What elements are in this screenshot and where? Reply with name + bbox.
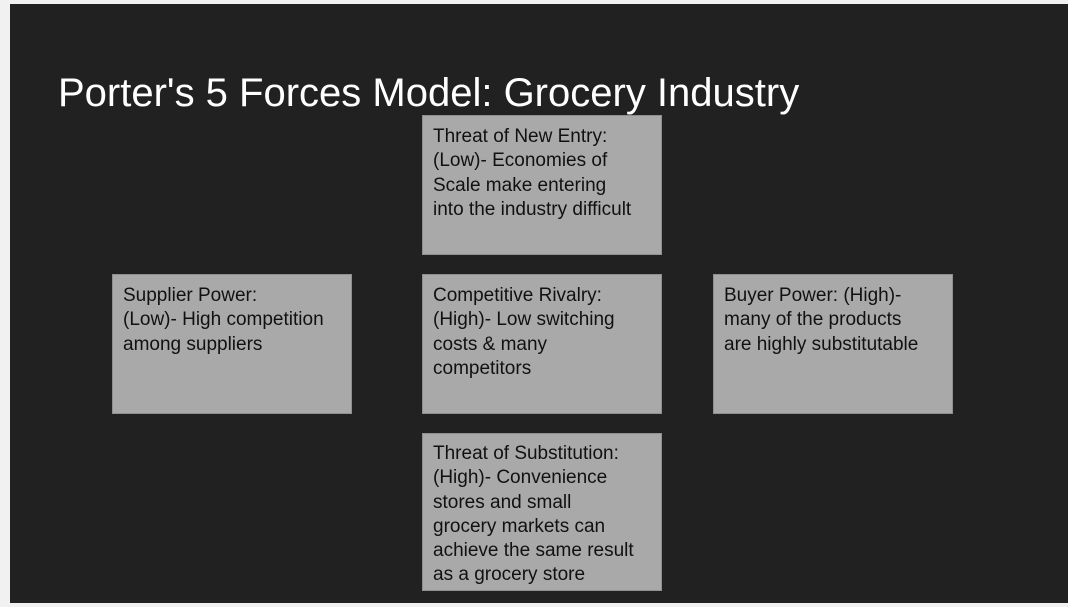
threat-of-substitution-box: Threat of Substitution: (High)- Convenie… xyxy=(422,433,662,591)
threat-of-new-entry-box: Threat of New Entry: (Low)- Economies of… xyxy=(422,115,662,255)
buyer-power-box: Buyer Power: (High)- many of the product… xyxy=(713,274,953,414)
supplier-power-box: Supplier Power: (Low)- High competition … xyxy=(112,274,352,414)
competitive-rivalry-box: Competitive Rivalry: (High)- Low switchi… xyxy=(422,274,662,414)
slide-title: Porter's 5 Forces Model: Grocery Industr… xyxy=(58,71,800,115)
slide: Porter's 5 Forces Model: Grocery Industr… xyxy=(10,4,1068,603)
